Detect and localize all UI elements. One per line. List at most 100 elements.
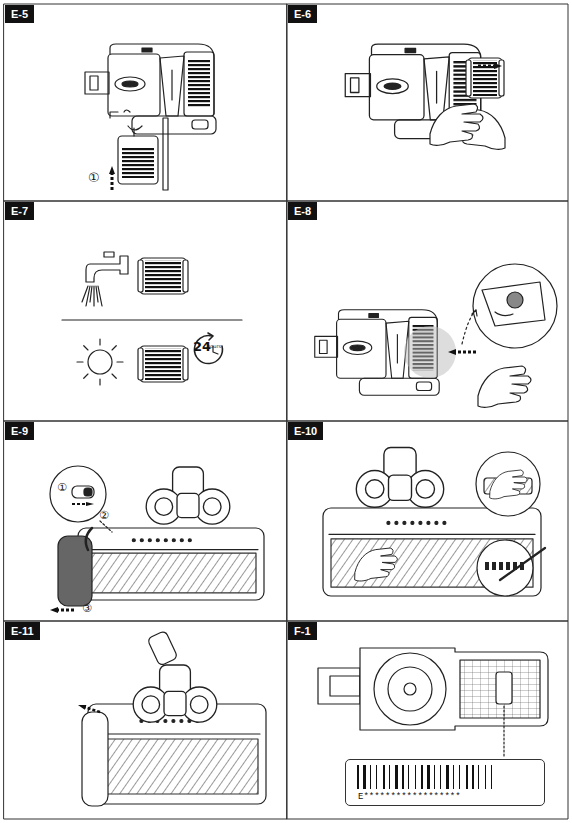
panel-frame — [287, 4, 568, 201]
vent-hole — [443, 521, 446, 524]
callout-number: ① — [57, 482, 67, 493]
neck-swivel — [389, 475, 412, 500]
water-stream — [96, 286, 98, 302]
cyclone-body — [337, 319, 386, 378]
filter-body — [140, 258, 186, 294]
nozzle — [315, 336, 338, 357]
arrow-dash — [473, 351, 476, 354]
bristle — [485, 562, 489, 570]
sun — [88, 350, 112, 374]
water-stream — [93, 286, 94, 306]
logo — [405, 48, 416, 52]
brush-housing — [323, 508, 541, 596]
brush-neck — [146, 467, 230, 524]
motion-arrow — [50, 607, 74, 613]
floor-brush — [323, 508, 541, 596]
cyclone-body — [369, 55, 424, 120]
arrow-head — [494, 63, 502, 69]
wheel-hub — [203, 498, 221, 516]
arrow-dash — [488, 65, 491, 68]
zoom-sensor — [507, 292, 523, 308]
motion-arrow — [72, 502, 94, 506]
button — [115, 77, 145, 91]
cyclone-body — [108, 54, 160, 116]
step-number: E-10 — [294, 425, 317, 437]
battery-grip — [188, 60, 210, 108]
cyclone-center — [404, 683, 416, 695]
brush-neck — [133, 665, 217, 722]
filter — [466, 58, 504, 98]
roller — [96, 739, 258, 794]
filter — [138, 346, 188, 382]
bristle — [492, 562, 496, 570]
barcode-bar — [370, 765, 371, 789]
vent-hole — [411, 521, 414, 524]
nozzle-inner — [351, 78, 359, 93]
panel-frame — [287, 421, 568, 621]
arrow-dash — [97, 710, 101, 713]
panel-frame — [4, 201, 287, 421]
motion-arrow — [77, 703, 101, 715]
housing-edge — [94, 733, 260, 734]
step-number: E-6 — [294, 8, 311, 20]
logo — [369, 314, 379, 318]
arrow-dash — [92, 708, 96, 711]
button-inner — [122, 81, 138, 87]
arrow-dash — [458, 351, 461, 354]
panel-frame — [287, 201, 568, 421]
barcode-bar — [453, 765, 454, 789]
arrow-dash — [71, 609, 74, 612]
barcode-bar — [440, 765, 441, 789]
floor-brush — [78, 528, 264, 600]
nozzle — [318, 668, 360, 704]
arrow-head — [50, 607, 58, 613]
arrow-head — [86, 502, 94, 506]
label-plate — [496, 672, 512, 704]
cyclone-top — [374, 653, 446, 725]
faucet-body — [86, 256, 128, 282]
water-stream — [86, 286, 90, 306]
arrow-dash — [66, 609, 69, 612]
step-number: E-7 — [11, 205, 28, 217]
vent-hole — [395, 521, 398, 524]
arrow-dash — [111, 187, 114, 190]
filter-end — [138, 260, 143, 292]
barcode-bar — [389, 765, 390, 789]
vent-hole — [156, 539, 159, 542]
duration-unit: hours — [207, 344, 221, 349]
vent-hole — [188, 539, 191, 542]
step-tab: E-6 — [288, 5, 317, 23]
vent-hole — [164, 539, 167, 542]
bristle — [506, 562, 510, 570]
nozzle-inner — [330, 676, 360, 696]
step-number: F-1 — [294, 625, 311, 637]
cyclone-ring — [388, 667, 432, 711]
arrow-dash — [82, 503, 85, 505]
filter-body — [468, 58, 502, 98]
step-number: E-8 — [294, 205, 311, 217]
step-tab: F-1 — [288, 622, 317, 640]
motion-arrow — [448, 349, 476, 355]
cleaning-tool — [500, 548, 545, 580]
wheel-hub — [155, 498, 173, 516]
barcode-bar — [459, 765, 460, 789]
vent-hole — [132, 539, 135, 542]
arrow-dash — [111, 182, 114, 185]
bin-filter — [122, 148, 154, 178]
zoom-circle — [473, 264, 557, 348]
base — [132, 116, 216, 134]
button — [377, 79, 409, 94]
highlight — [404, 326, 456, 378]
arrow-dash — [87, 707, 91, 710]
nozzle — [85, 72, 109, 94]
leader-line — [503, 706, 504, 756]
step-tab: E-11 — [5, 622, 40, 640]
vent-hole — [172, 720, 175, 723]
battery — [184, 52, 214, 116]
sun-ray — [99, 379, 100, 385]
callout-number: ③ — [82, 603, 92, 614]
arrow-dash — [483, 65, 486, 68]
panel-frame — [4, 621, 287, 819]
roller — [86, 553, 256, 593]
